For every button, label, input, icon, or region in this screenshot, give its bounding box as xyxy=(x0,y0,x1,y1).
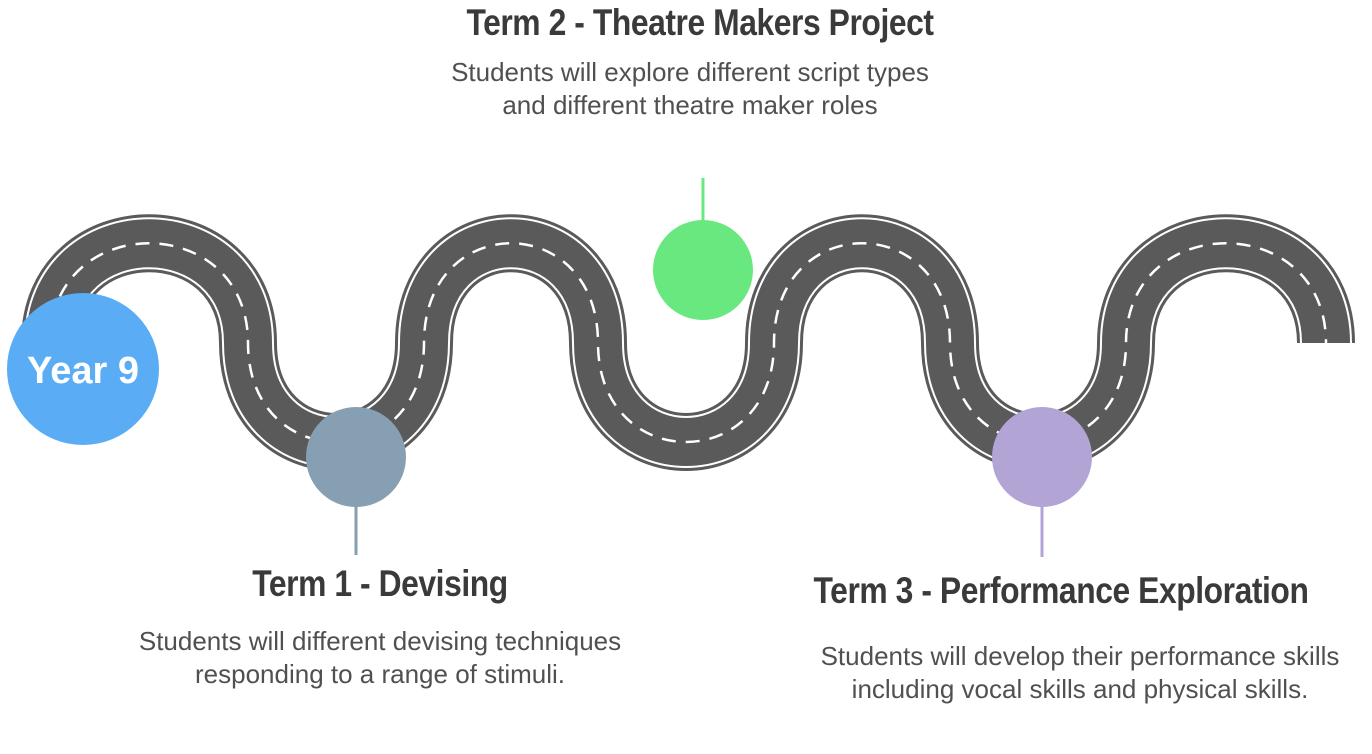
road-center-dashes xyxy=(48,242,1328,444)
term2-marker xyxy=(653,220,753,320)
start-circle xyxy=(7,293,159,445)
term3-description: Students will develop their performance … xyxy=(820,641,1340,704)
term3-title: Term 3 - Performance Exploration xyxy=(813,570,1309,611)
road xyxy=(21,214,1355,471)
term1-marker xyxy=(306,407,406,507)
start-label: Year 9 xyxy=(27,350,139,392)
term2-description: Students will explore different script t… xyxy=(451,57,929,120)
term1-title: Term 1 - Devising xyxy=(252,563,508,604)
term2-title: Term 2 - Theatre Makers Project xyxy=(466,2,934,43)
term1-description: Students will different devising techniq… xyxy=(138,626,622,689)
term3-marker xyxy=(992,407,1092,507)
milestone-markers: Year 9 xyxy=(7,220,1092,507)
